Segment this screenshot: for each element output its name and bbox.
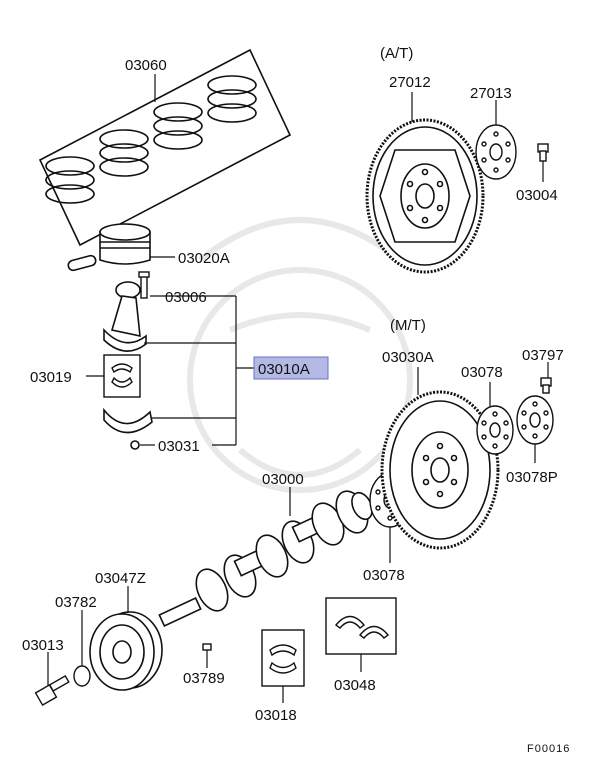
- highlight-box-03010A[interactable]: [253, 356, 329, 380]
- label-at: (A/T): [380, 45, 413, 62]
- label-03782: 03782: [55, 594, 97, 611]
- crank-pulley[interactable]: [89, 611, 163, 691]
- label-03000: 03000: [262, 471, 304, 488]
- label-03019: 03019: [30, 369, 72, 386]
- ring-group-4: [207, 75, 257, 123]
- label-03006: 03006: [165, 289, 207, 306]
- piston-rings-set[interactable]: [38, 48, 292, 247]
- drive-plate-bolt[interactable]: [537, 143, 549, 162]
- label-27012: 27012: [389, 74, 431, 91]
- ring-group-1: [45, 156, 95, 204]
- rod-bolt[interactable]: [138, 271, 150, 299]
- label-03018: 03018: [255, 707, 297, 724]
- piston[interactable]: [67, 223, 151, 272]
- label-03004: 03004: [516, 187, 558, 204]
- label-03020A: 03020A: [178, 250, 230, 267]
- flywheel[interactable]: [380, 390, 500, 550]
- label-03013: 03013: [22, 637, 64, 654]
- drive-plate-spacer[interactable]: [475, 124, 517, 180]
- pulley-bolt[interactable]: [34, 674, 70, 707]
- bracket-03010A: [144, 296, 254, 446]
- rod-bearing-box[interactable]: [103, 354, 141, 398]
- connecting-rod[interactable]: [103, 281, 147, 352]
- thrust-washer-box[interactable]: [325, 597, 397, 655]
- ring-group-2: [99, 129, 149, 177]
- figure-code: F00016: [527, 743, 570, 755]
- label-03010A[interactable]: 03010A: [258, 361, 310, 378]
- crank-key[interactable]: [202, 643, 212, 651]
- pulley-washer[interactable]: [73, 665, 91, 687]
- label-03031: 03031: [158, 438, 200, 455]
- label-27013: 27013: [470, 85, 512, 102]
- label-mt: (M/T): [390, 317, 426, 334]
- ring-group-3: [153, 102, 203, 150]
- label-03789: 03789: [183, 670, 225, 687]
- spacer-plate-right[interactable]: [476, 405, 514, 455]
- label-03078P: 03078P: [506, 469, 558, 486]
- main-bearing-box[interactable]: [261, 629, 305, 687]
- label-03030A: 03030A: [382, 349, 434, 366]
- label-03060: 03060: [125, 57, 167, 74]
- rod-cap[interactable]: [103, 407, 153, 450]
- flywheel-bolt[interactable]: [540, 377, 552, 394]
- label-03797: 03797: [522, 347, 564, 364]
- watermark-emblem: [187, 217, 413, 493]
- spacer-plate-p[interactable]: [516, 395, 554, 445]
- label-03047Z: 03047Z: [95, 570, 146, 587]
- label-03078-right: 03078: [461, 364, 503, 381]
- label-03048: 03048: [334, 677, 376, 694]
- drive-plate[interactable]: [365, 118, 485, 274]
- crankshaft[interactable]: [158, 486, 376, 627]
- label-03078-center: 03078: [363, 567, 405, 584]
